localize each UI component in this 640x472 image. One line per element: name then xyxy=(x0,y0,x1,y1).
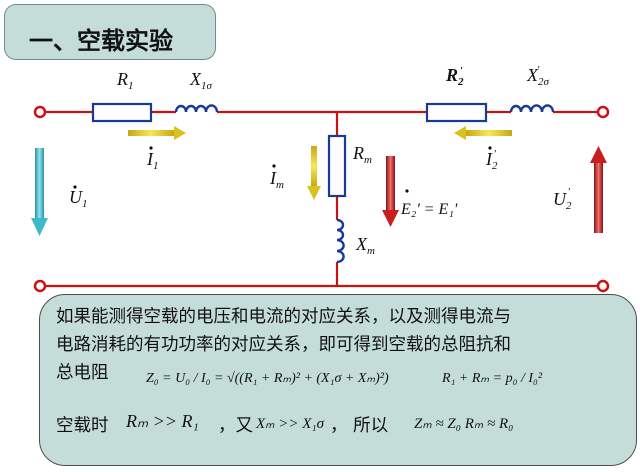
note-line-1: 如果能测得空载的电压和电流的对应关系，以及测得电流与 xyxy=(56,307,511,327)
note-line-4b: ，又 xyxy=(218,416,253,436)
label-u2: U2' xyxy=(553,186,572,212)
terminal-top-left xyxy=(33,105,47,119)
result-zm-z0: Zₘ ≈ Z₀ Rₘ ≈ R₀ xyxy=(414,416,514,432)
resistor-rm xyxy=(327,134,347,198)
label-r1: R1 xyxy=(116,69,134,92)
label-x1: X1σ xyxy=(189,69,213,92)
title-box: 一、空载实验 xyxy=(4,4,216,60)
terminal-bottom-left xyxy=(33,279,47,293)
terminals xyxy=(33,105,610,293)
formula-r1-rm: R₁ + Rₘ = p₀ / I₀² xyxy=(442,371,543,386)
inductor-xm xyxy=(336,218,345,264)
note-line-2: 电路消耗的有功功率的对应关系，即可得到空载的总阻抗和 xyxy=(56,335,511,355)
terminal-bottom-right xyxy=(596,279,610,293)
condition-xm-x1: Xₘ >> X₁σ xyxy=(256,416,325,432)
wires xyxy=(45,110,598,288)
phasor-dot-u1 xyxy=(73,185,77,189)
inductor-x2 xyxy=(509,104,555,113)
label-x2: X2σ' xyxy=(526,64,550,88)
phasor-dot-e2 xyxy=(405,189,409,193)
resistor-r1 xyxy=(91,102,153,123)
phasor-dot-i1 xyxy=(149,146,153,150)
slide-title: 一、空载实验 xyxy=(29,27,173,55)
label-r2: R2' xyxy=(445,65,464,88)
phasor-dot-i2 xyxy=(488,146,492,150)
inductor-x1 xyxy=(174,104,219,113)
label-i1: I1 xyxy=(146,149,159,172)
terminal-top-right xyxy=(596,105,610,119)
label-u1: U1 xyxy=(69,187,88,210)
label-im: Im xyxy=(269,168,284,191)
arrow-u1 xyxy=(31,148,48,236)
note-line-4a: 空载时 xyxy=(56,416,109,436)
arrow-e2 xyxy=(382,156,399,227)
label-i2: I2' xyxy=(485,148,498,172)
label-rm: Rm xyxy=(352,143,372,166)
arrow-i2 xyxy=(454,126,512,140)
label-xm: Xm xyxy=(355,234,375,257)
arrow-u2 xyxy=(590,146,607,233)
arrow-i1 xyxy=(128,126,186,140)
note-line-3: 总电阻 xyxy=(56,363,109,383)
phasor-dot-im xyxy=(272,164,276,168)
resistor-r2 xyxy=(425,102,488,123)
condition-rm-r1: Rₘ >> R₁ xyxy=(126,411,199,431)
note-box xyxy=(39,294,637,466)
arrow-im xyxy=(307,146,321,200)
formula-z0: Z₀ = U₀ / I₀ = √((R₁ + Rₘ)² + (X₁σ + Xₘ)… xyxy=(146,371,389,386)
label-e2-eq: E₂' = E₁' xyxy=(400,201,458,218)
note-line-4c: ， 所以 xyxy=(330,416,389,436)
